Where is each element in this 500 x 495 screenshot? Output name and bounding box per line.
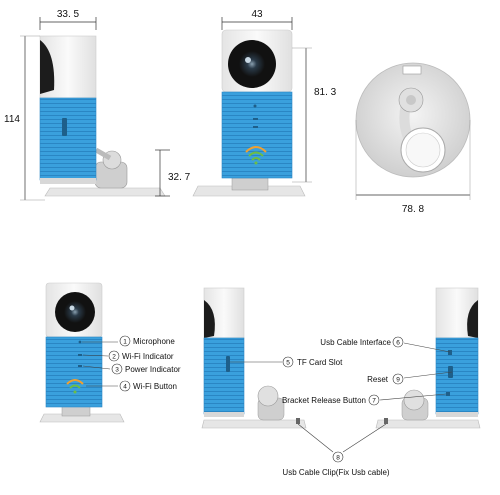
svg-text:8: 8 [336, 454, 340, 461]
callout-4: 4 Wi-Fi Button [119, 380, 177, 392]
usb-cable-interface-label: Usb Cable Interface [320, 338, 391, 347]
wifi-button-icon [66, 379, 84, 394]
side-height-label: 114 [4, 114, 20, 125]
svg-text:1: 1 [123, 338, 127, 345]
right-side-camera [375, 287, 481, 429]
svg-text:6: 6 [396, 339, 400, 346]
front-view-camera [192, 29, 306, 197]
side-height-dimension: 114 [4, 35, 45, 201]
svg-text:7: 7 [372, 397, 376, 404]
usb-cable-clip-label: Usb Cable Clip(Fix Usb cable) [282, 468, 389, 477]
front-callout-camera [39, 282, 125, 423]
svg-text:4: 4 [123, 383, 127, 390]
wifi-icon [245, 146, 267, 165]
front-callout-leaders [82, 341, 118, 387]
tf-card-slot-label: TF Card Slot [297, 358, 343, 367]
svg-text:2: 2 [112, 353, 116, 360]
svg-text:9: 9 [396, 376, 400, 383]
side-width-dimension: 33. 5 [39, 9, 97, 30]
svg-text:5: 5 [286, 359, 290, 366]
base-top-view [355, 62, 471, 178]
side-width-label: 33. 5 [57, 9, 80, 20]
side-callout-leaders [230, 342, 453, 453]
reset-label: Reset [367, 375, 389, 384]
base-height-label: 32. 7 [168, 172, 191, 183]
front-height-dimension: 81. 3 [292, 47, 337, 183]
microphone-label: Microphone [133, 337, 175, 346]
callout-9: Reset 9 [367, 373, 404, 385]
callout-7: Bracket Release Button 7 [282, 394, 380, 406]
base-diameter-dimension: 78. 8 [355, 120, 471, 215]
front-width-label: 43 [251, 9, 263, 20]
callout-2: 2 Wi-Fi Indicator [108, 350, 174, 362]
wifi-button-label: Wi-Fi Button [133, 382, 177, 391]
callout-8: 8 Usb Cable Clip(Fix Usb cable) [282, 451, 390, 477]
power-indicator-label: Power Indicator [125, 365, 181, 374]
front-height-label: 81. 3 [314, 87, 337, 98]
left-side-camera [201, 287, 307, 429]
callout-6: Usb Cable Interface 6 [320, 336, 404, 348]
svg-text:3: 3 [115, 366, 119, 373]
base-height-dimension: 32. 7 [155, 149, 191, 197]
base-diameter-label: 78. 8 [402, 204, 425, 215]
callout-1: 1 Microphone [119, 335, 175, 347]
callout-5: 5 TF Card Slot [282, 356, 343, 368]
callout-3: 3 Power Indicator [111, 363, 181, 375]
bracket-release-button-label: Bracket Release Button [282, 396, 366, 405]
front-width-dimension: 43 [221, 9, 293, 30]
side-view-camera [39, 35, 166, 197]
wifi-indicator-label: Wi-Fi Indicator [122, 352, 174, 361]
